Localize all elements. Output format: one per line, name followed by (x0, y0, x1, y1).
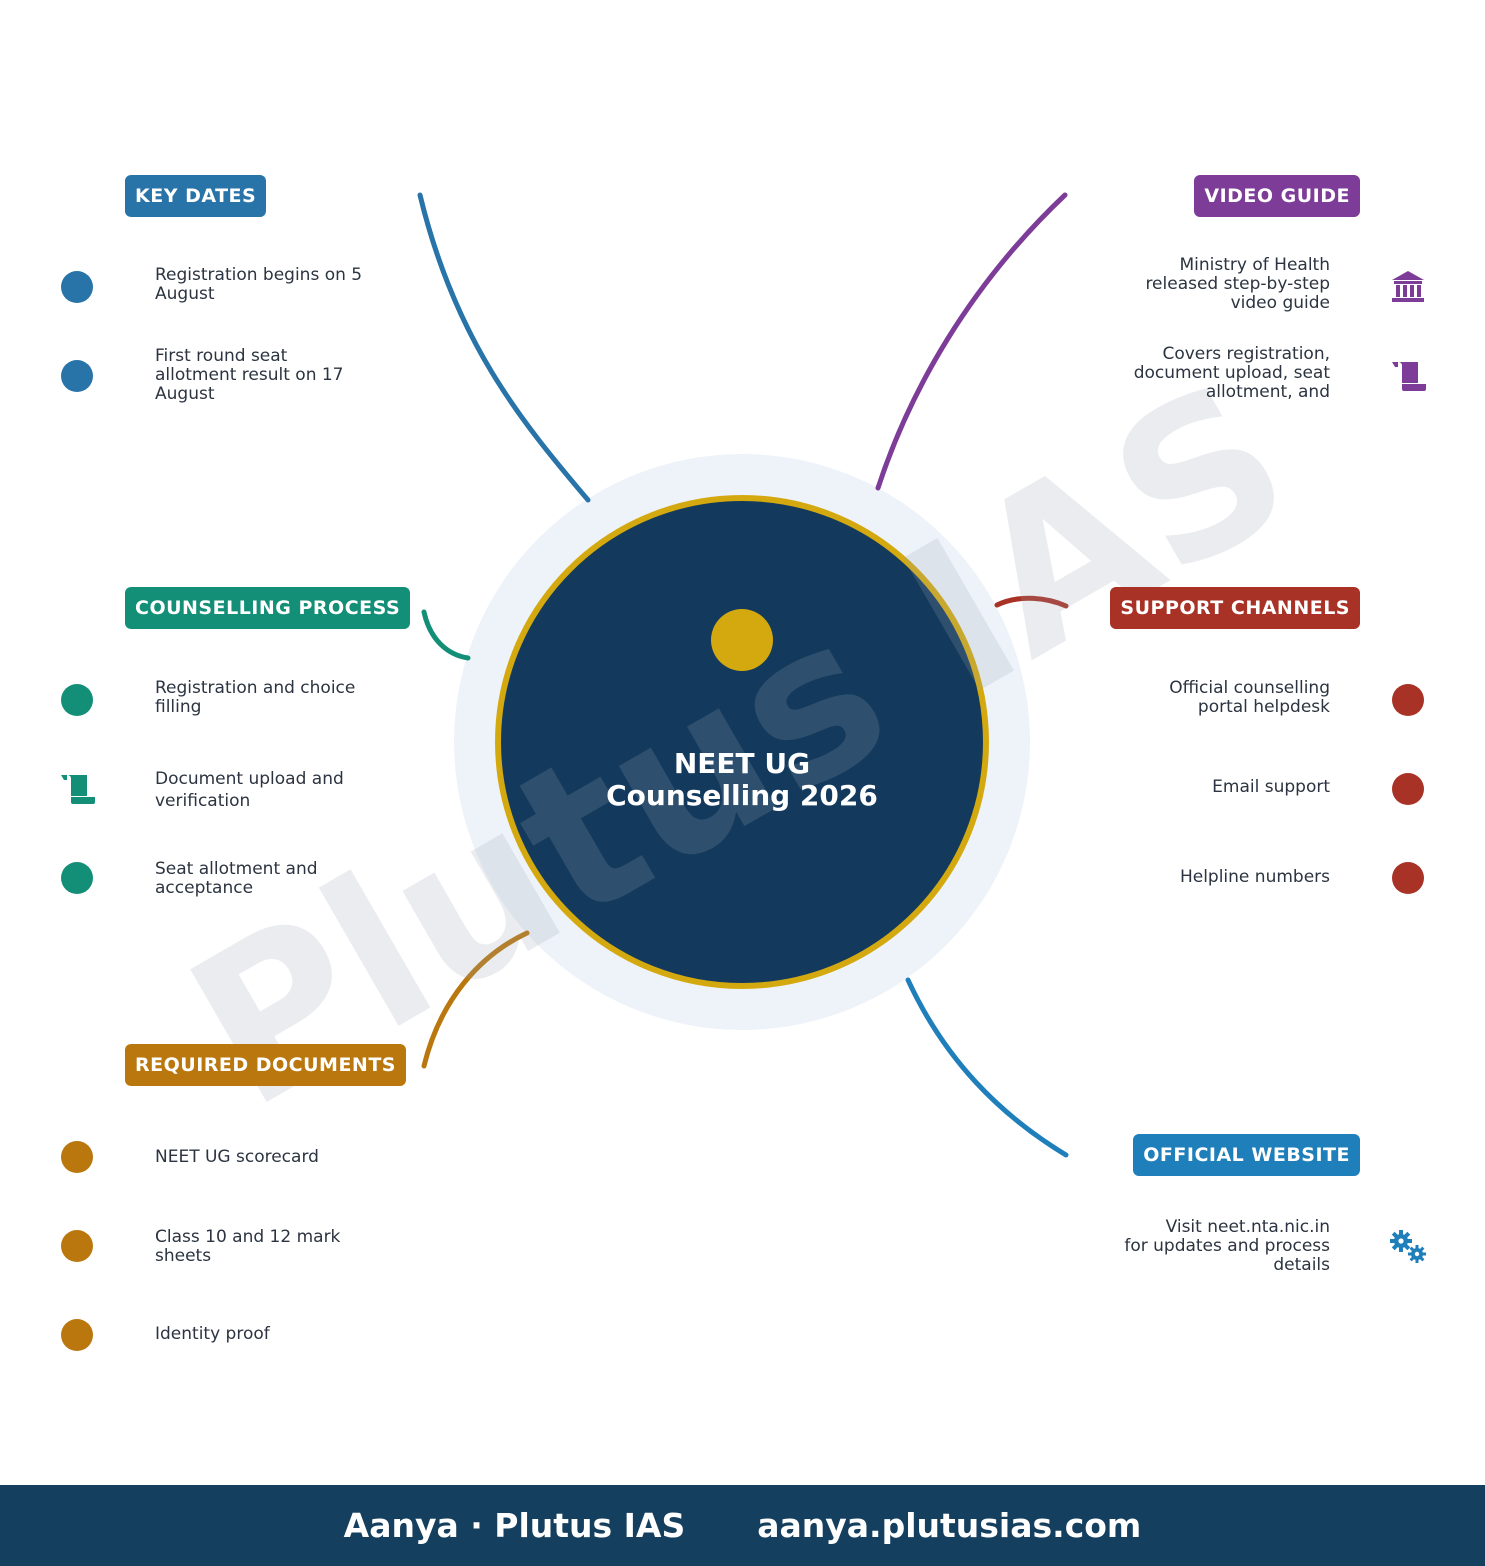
government-building-icon (1392, 271, 1424, 302)
connector-video-guide (875, 192, 1068, 491)
support-item-2-dot-icon (1392, 773, 1424, 805)
documents-item-1-dot-icon (61, 1141, 93, 1173)
key-dates-item-1-line-2: August (155, 284, 215, 304)
footer-url[interactable]: aanya.plutusias.com (757, 1506, 1142, 1545)
official-website-item-1: Visit neet.nta.nic.in for updates and pr… (1085, 1218, 1330, 1275)
counselling-process-item-1: Registration and choice filling (155, 679, 400, 717)
video-guide-item-1-line-2: released step-by-step (1145, 274, 1330, 294)
video-guide-item-2-line-2: document upload, seat (1133, 363, 1330, 383)
badge-video-guide: VIDEO GUIDE (1194, 175, 1360, 217)
center-title-line-2: Counselling 2026 (606, 779, 878, 812)
key-dates-item-2-line-1: First round seat (155, 346, 288, 366)
footer-bar: Aanya · Plutus IAS aanya.plutusias.com (0, 1485, 1485, 1566)
connector-required-documents (421, 930, 530, 1069)
counselling-item-3-line-1: Seat allotment and (155, 859, 318, 879)
video-guide-item-1: Ministry of Health released step-by-step… (1085, 256, 1330, 313)
connector-counselling-process (421, 609, 471, 661)
video-guide-item-2-line-1: Covers registration, (1162, 344, 1330, 364)
badge-counselling-process: COUNSELLING PROCESS (125, 587, 411, 629)
video-guide-item-2: Covers registration, document upload, se… (1085, 345, 1330, 402)
badge-support-channels: SUPPORT CHANNELS (1110, 587, 1360, 629)
badge-official-website: OFFICIAL WEBSITE (1133, 1134, 1360, 1176)
key-dates-item-1-dot-icon (61, 271, 93, 303)
counselling-item-1-line-1: Registration and choice (155, 678, 356, 698)
website-item-1-line-3: details (1273, 1255, 1330, 1275)
support-channels-item-1: Official counselling portal helpdesk (1085, 679, 1330, 717)
center-title: NEET UG Counselling 2026 (542, 748, 942, 812)
documents-item-3-line-1: Identity proof (155, 1324, 270, 1344)
support-channels-item-2: Email support (1085, 778, 1330, 797)
scroll-icon (1392, 362, 1426, 391)
footer-brand: Aanya · Plutus IAS (343, 1506, 686, 1545)
documents-item-2-line-2: sheets (155, 1246, 212, 1266)
key-dates-item-1: Registration begins on 5 August (155, 266, 400, 304)
key-dates-item-1-line-1: Registration begins on 5 (155, 265, 363, 285)
support-item-1-line-1: Official counselling (1169, 678, 1330, 698)
connector-support-channels (994, 595, 1069, 609)
support-item-2-line-1: Email support (1212, 777, 1330, 797)
badge-required-documents: REQUIRED DOCUMENTS (125, 1044, 406, 1086)
support-item-3-dot-icon (1392, 862, 1424, 894)
key-dates-item-2-dot-icon (61, 360, 93, 392)
counselling-item-3-line-2: acceptance (155, 878, 254, 898)
support-item-1-line-2: portal helpdesk (1197, 697, 1330, 717)
website-item-1-line-2: for updates and process (1124, 1236, 1330, 1256)
gears-icon (1390, 1230, 1426, 1263)
video-guide-item-1-line-3: video guide (1230, 293, 1330, 313)
key-dates-item-2: First round seat allotment result on 17 … (155, 347, 400, 404)
support-item-3-line-1: Helpline numbers (1179, 867, 1330, 887)
website-item-1-line-1: Visit neet.nta.nic.in (1165, 1217, 1330, 1237)
center-dot-icon (711, 609, 773, 671)
key-dates-item-2-line-3: August (155, 384, 215, 404)
required-documents-item-1: NEET UG scorecard (155, 1148, 400, 1167)
documents-item-2-dot-icon (61, 1230, 93, 1262)
required-documents-item-2: Class 10 and 12 mark sheets (155, 1228, 400, 1266)
support-item-1-dot-icon (1392, 684, 1424, 716)
video-guide-item-2-line-3: allotment, and (1205, 382, 1330, 402)
counselling-item-2-line-2: verification (155, 791, 251, 811)
counselling-item-1-line-2: filling (155, 697, 202, 717)
counselling-item-2-line-1: Document upload and (155, 769, 344, 789)
documents-item-3-dot-icon (61, 1319, 93, 1351)
support-channels-item-3: Helpline numbers (1085, 868, 1330, 887)
center-title-line-1: NEET UG (673, 747, 811, 780)
documents-item-1-line-1: NEET UG scorecard (155, 1147, 319, 1167)
connector-key-dates (417, 192, 591, 503)
counselling-process-item-2: Document upload and verification (155, 768, 400, 812)
required-documents-item-3: Identity proof (155, 1325, 400, 1344)
documents-item-2-line-1: Class 10 and 12 mark (155, 1227, 341, 1247)
badge-key-dates: KEY DATES (125, 175, 267, 217)
center-circle (495, 495, 989, 989)
counselling-item-3-dot-icon (61, 862, 93, 894)
connector-official-website (905, 977, 1069, 1158)
key-dates-item-2-line-2: allotment result on 17 (155, 365, 344, 385)
counselling-process-item-3: Seat allotment and acceptance (155, 860, 400, 898)
scroll-icon (61, 775, 95, 804)
video-guide-item-1-line-1: Ministry of Health (1179, 255, 1330, 275)
counselling-item-1-dot-icon (61, 684, 93, 716)
